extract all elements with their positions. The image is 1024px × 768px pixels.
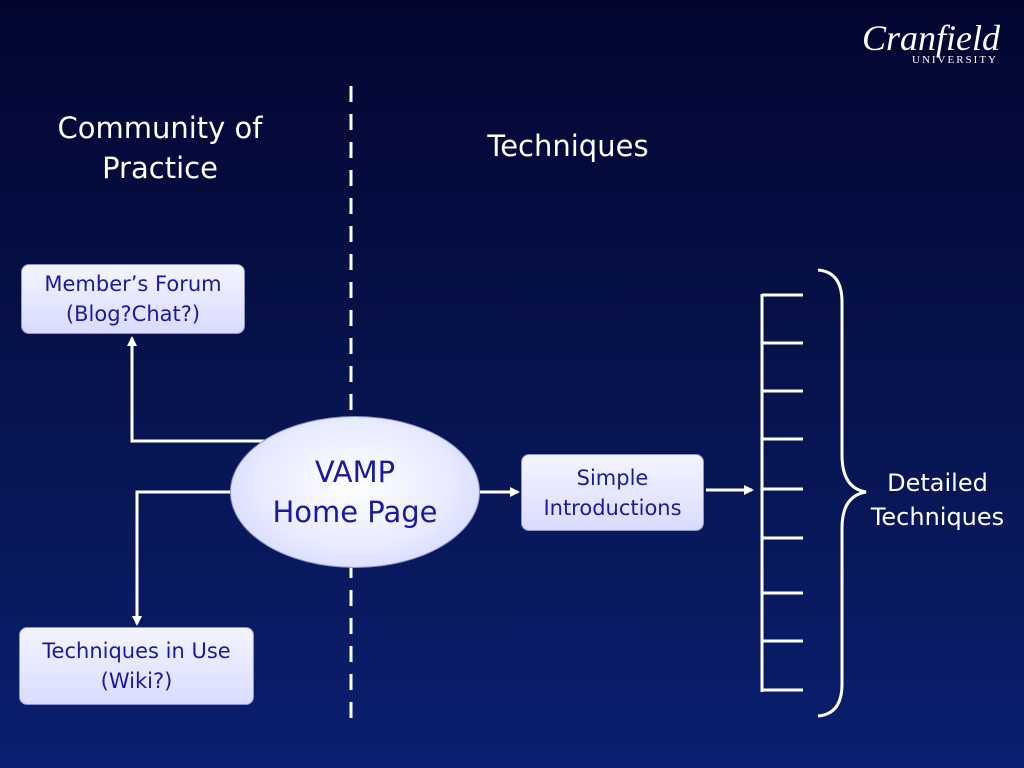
- community-heading-line2: Practice: [102, 151, 218, 185]
- cranfield-logo: Cranfield UNIVERSITY: [862, 20, 1000, 66]
- detailed-techniques-ladder: [760, 293, 803, 692]
- members-forum-box[interactable]: Member’s Forum (Blog?Chat?): [21, 264, 245, 334]
- arrow-to-forum: [127, 336, 268, 443]
- techniques-in-use-sublabel: (Wiki?): [100, 669, 173, 693]
- vamp-home-label: VAMP: [314, 455, 396, 489]
- vamp-home-page-node[interactable]: VAMP Home Page: [230, 416, 480, 568]
- detailed-techniques-line2: Techniques: [870, 503, 1005, 531]
- simple-introductions-label: Simple: [576, 465, 649, 490]
- techniques-in-use-label: Techniques in Use: [42, 639, 231, 663]
- logo-subtitle: UNIVERSITY: [912, 54, 998, 66]
- arrow-to-wiki: [132, 490, 232, 626]
- simple-introductions-box[interactable]: Simple Introductions: [521, 454, 704, 531]
- detailed-techniques-line1: Detailed: [887, 469, 988, 497]
- curly-brace: [817, 268, 867, 718]
- simple-introductions-sublabel: Introductions: [543, 495, 682, 520]
- techniques-in-use-box[interactable]: Techniques in Use (Wiki?): [19, 627, 254, 705]
- techniques-heading: Techniques: [487, 129, 649, 163]
- members-forum-label: Member’s Forum: [44, 272, 222, 296]
- detailed-techniques-label: Detailed Techniques: [860, 466, 1015, 534]
- community-heading-line1: Community of: [57, 111, 263, 145]
- vamp-home-sublabel: Home Page: [272, 495, 438, 529]
- community-heading: Community of Practice: [40, 108, 280, 188]
- logo-name: Cranfield: [861, 18, 1000, 58]
- members-forum-sublabel: (Blog?Chat?): [65, 302, 201, 326]
